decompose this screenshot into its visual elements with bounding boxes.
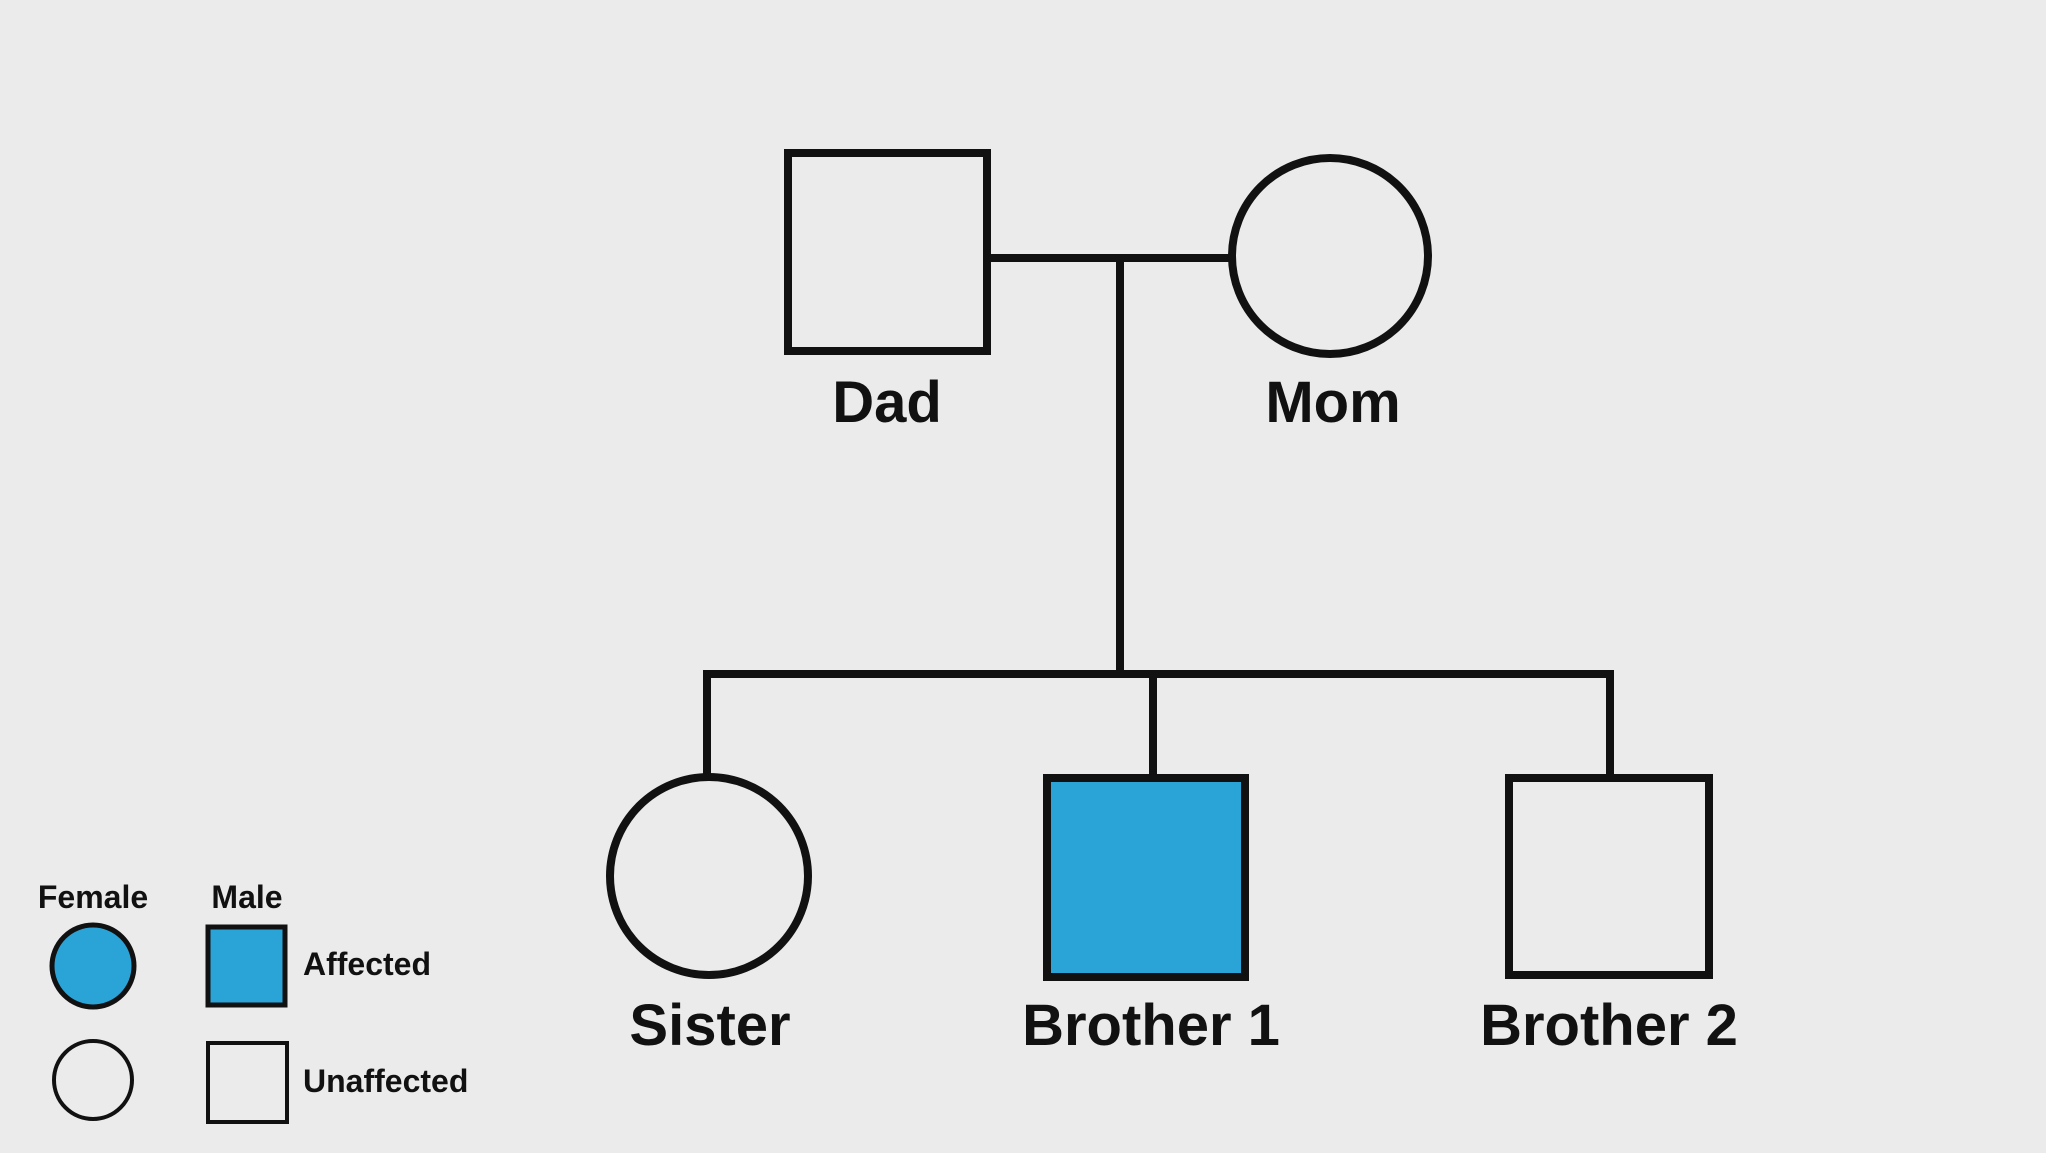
brother1-male-affected-square bbox=[1043, 774, 1249, 981]
legend-male-label: Male bbox=[211, 879, 282, 915]
mom-label: Mom bbox=[1265, 370, 1400, 435]
sister-label: Sister bbox=[629, 993, 790, 1058]
legend-unaffected-female-circle-icon bbox=[52, 1039, 134, 1121]
legend-unaffected-label: Unaffected bbox=[303, 1063, 468, 1099]
sister-female-unaffected-circle bbox=[606, 773, 812, 979]
dad-label: Dad bbox=[832, 370, 942, 435]
legend-affected-female-circle-icon bbox=[49, 922, 137, 1010]
brother2-male-unaffected-square bbox=[1505, 774, 1713, 979]
legend-unaffected-male-square-icon bbox=[206, 1041, 289, 1124]
legend-affected-label: Affected bbox=[303, 946, 431, 982]
legend-affected-male-square-icon bbox=[205, 924, 288, 1008]
legend-female-label: Female bbox=[38, 879, 148, 915]
dad-male-unaffected-square bbox=[784, 149, 991, 355]
connector-lines bbox=[703, 254, 1614, 780]
brother2-label: Brother 2 bbox=[1480, 993, 1738, 1058]
brother1-label: Brother 1 bbox=[1022, 993, 1280, 1058]
mom-female-unaffected-circle bbox=[1228, 154, 1432, 358]
legend: Female Male Affected Unaffected bbox=[38, 879, 468, 1124]
